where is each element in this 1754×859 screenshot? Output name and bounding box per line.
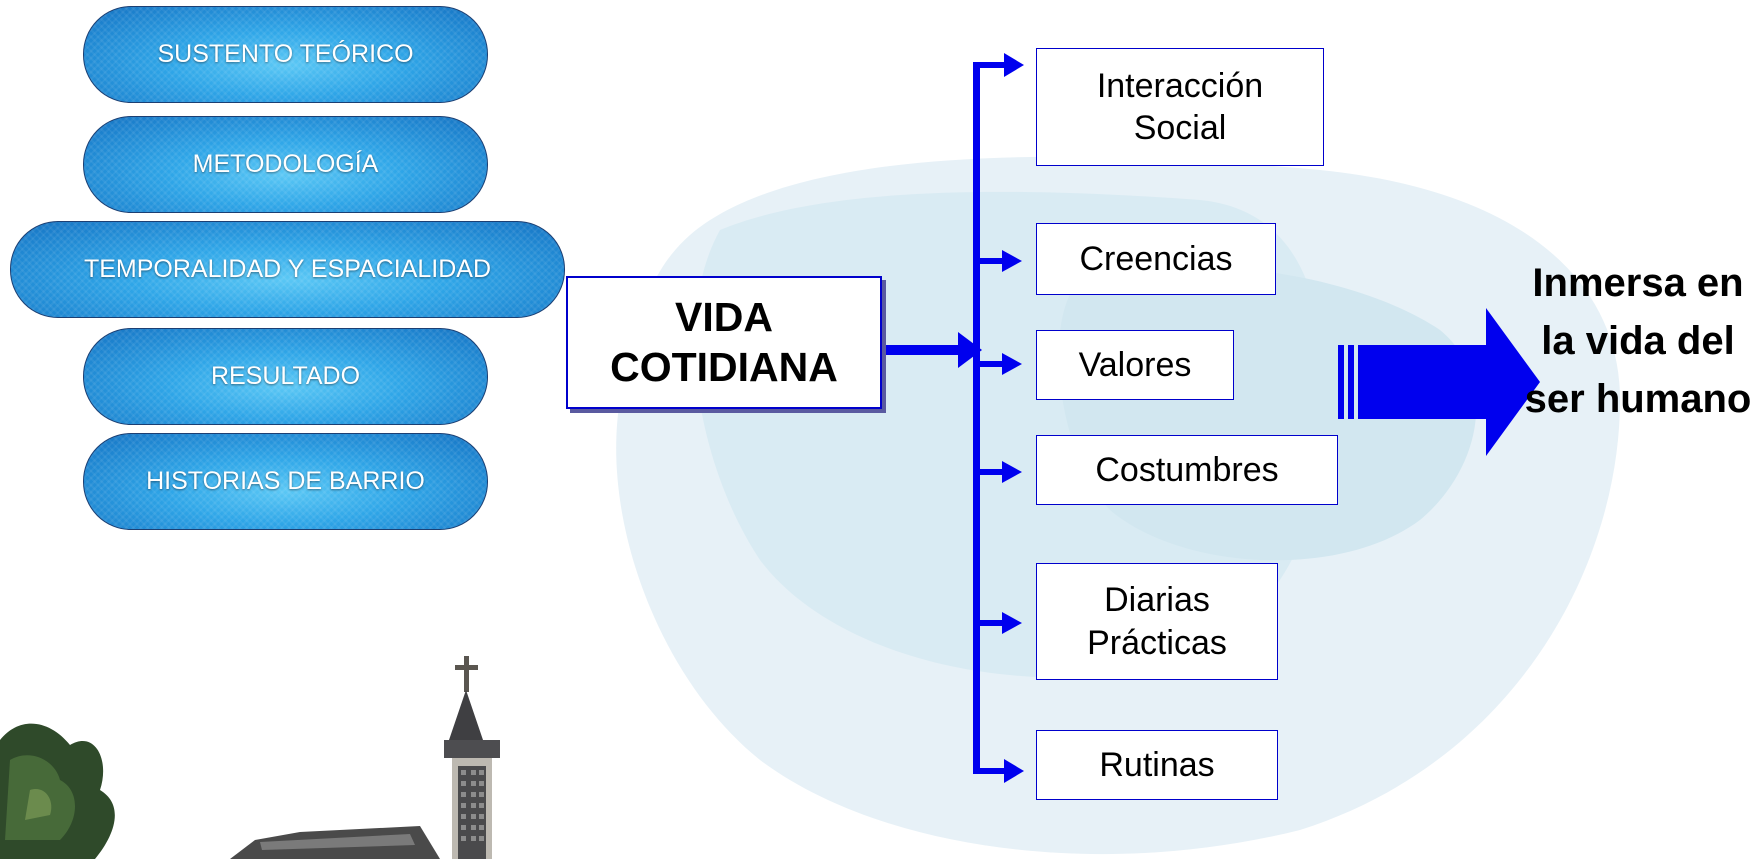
church-photo [0,656,500,859]
item-label: Interacción Social [1096,66,1264,148]
item-label: Diarias Prácticas [1087,581,1227,662]
item-box-valores: Valores [1036,330,1234,400]
connector-lines [884,53,1024,783]
item-box-interaccion-social: Interacción Social [1036,48,1324,166]
nav-button-label: HISTORIAS DE BARRIO [146,467,425,495]
big-arrow [1338,308,1540,456]
nav-button-resultado[interactable]: RESULTADO [83,328,488,425]
central-concept-box: VIDA COTIDIANA [566,276,882,409]
item-label: Valores [1078,345,1192,384]
item-box-creencias: Creencias [1036,223,1276,295]
central-concept-label: VIDA COTIDIANA [610,294,838,390]
item-box-costumbres: Costumbres [1036,435,1338,505]
item-box-diarias-practicas: Diarias Prácticas [1036,563,1278,680]
nav-button-metodologia[interactable]: METODOLOGÍA [83,116,488,213]
item-label: Costumbres [1095,450,1279,489]
nav-button-label: SUSTENTO TEÓRICO [157,40,414,68]
nav-button-label: TEMPORALIDAD Y ESPACIALIDAD [83,255,492,283]
nav-button-label: METODOLOGÍA [192,150,379,178]
item-label: Rutinas [1099,745,1215,784]
nav-button-temporalidad-espacialidad[interactable]: TEMPORALIDAD Y ESPACIALIDAD [10,221,565,318]
nav-button-historias-de-barrio[interactable]: HISTORIAS DE BARRIO [83,433,488,530]
item-box-rutinas: Rutinas [1036,730,1278,800]
conclusion-text: Inmersa en la vida del ser humano [1524,261,1752,421]
item-label: Creencias [1079,239,1233,278]
nav-button-label: RESULTADO [210,362,361,390]
nav-button-sustento-teorico[interactable]: SUSTENTO TEÓRICO [83,6,488,103]
